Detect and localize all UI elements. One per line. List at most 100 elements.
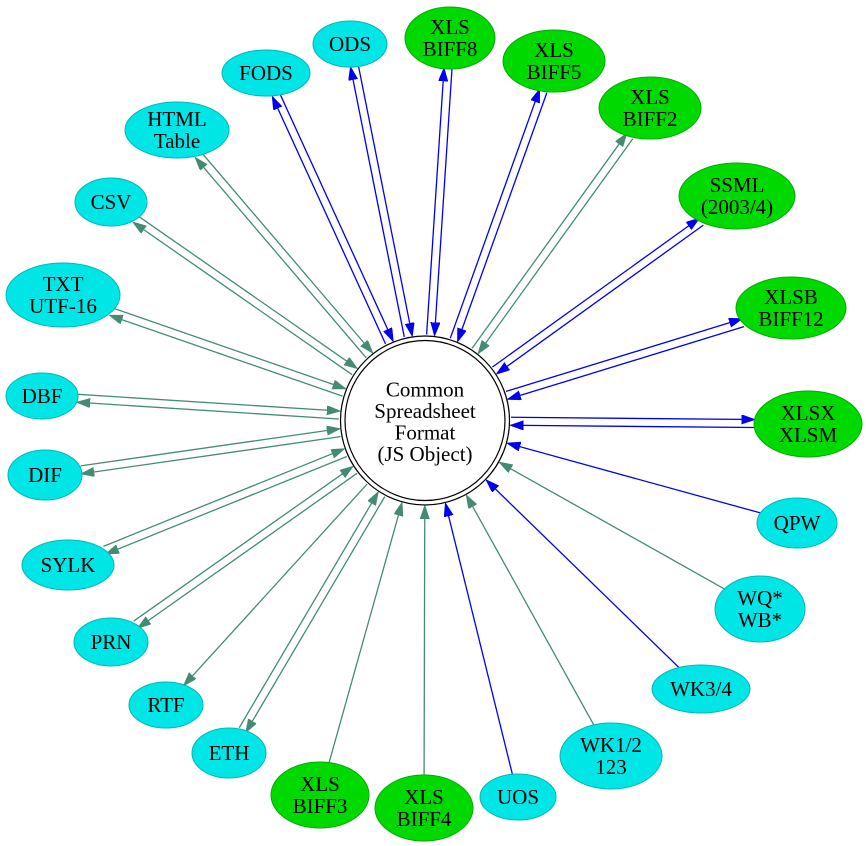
node-eth-shape bbox=[191, 727, 267, 779]
node-prn: PRN bbox=[73, 617, 149, 667]
edge-wk12-123-read bbox=[467, 496, 595, 726]
node-dif-label: DIF bbox=[28, 463, 62, 487]
edge-xls-biff8-write bbox=[425, 69, 444, 335]
node-ods-label: ODS bbox=[329, 32, 371, 56]
edge-dif-read bbox=[80, 429, 340, 467]
edge-xls-biff8-read bbox=[435, 69, 453, 335]
edge-eth-read bbox=[238, 493, 378, 729]
edge-uos-read bbox=[446, 504, 514, 775]
edge-txt-utf16-write bbox=[110, 316, 343, 397]
edge-rtf-write bbox=[184, 483, 368, 685]
node-prn-shape bbox=[73, 617, 149, 667]
node-dbf-shape bbox=[5, 372, 79, 420]
edge-dif-write bbox=[82, 436, 341, 474]
node-qpw: QPW bbox=[756, 497, 838, 549]
node-ssml-label: SSML(2003/4) bbox=[701, 173, 773, 219]
node-wk34-shape bbox=[651, 664, 751, 714]
edge-ods-write bbox=[351, 68, 405, 338]
node-txt-utf16-shape bbox=[5, 262, 121, 328]
node-ssml-shape bbox=[678, 162, 796, 230]
edge-ods-read bbox=[357, 65, 412, 335]
edge-sylk-read bbox=[103, 449, 343, 547]
edge-eth-write bbox=[246, 496, 386, 732]
edge-csv-read bbox=[137, 215, 357, 368]
node-dbf-label: DBF bbox=[22, 384, 63, 408]
edge-txt-utf16-read bbox=[112, 307, 345, 389]
edge-xls-biff5-write bbox=[449, 90, 539, 339]
edge-qpw-read bbox=[508, 443, 761, 514]
edge-xls-biff2-read bbox=[478, 138, 634, 353]
edge-xls-biff3-read bbox=[328, 503, 402, 763]
node-ssml: SSML(2003/4) bbox=[678, 162, 796, 230]
node-csv-shape bbox=[74, 177, 148, 227]
node-xls-biff8-shape bbox=[404, 6, 496, 70]
edges bbox=[78, 65, 761, 776]
edge-xls-biff2-write bbox=[471, 134, 626, 349]
node-csv: CSV bbox=[74, 177, 148, 227]
edge-ssml-write bbox=[492, 219, 698, 368]
node-xls-biff2-shape bbox=[598, 76, 702, 140]
node-sylk-label: SYLK bbox=[41, 553, 96, 577]
node-fods-shape bbox=[221, 49, 311, 97]
node-csv-label: CSV bbox=[91, 190, 132, 214]
edge-xls-biff5-read bbox=[458, 92, 548, 341]
node-sylk-shape bbox=[21, 539, 115, 591]
node-qpw-label: QPW bbox=[774, 511, 821, 535]
node-qpw-shape bbox=[756, 497, 838, 549]
node-wq-wb: WQ*WB* bbox=[714, 575, 806, 643]
node-dif-shape bbox=[7, 449, 83, 501]
node-eth-label: ETH bbox=[209, 741, 250, 765]
node-html-table-shape bbox=[124, 101, 230, 159]
edge-fods-read bbox=[279, 93, 393, 341]
node-sylk: SYLK bbox=[21, 539, 115, 591]
edge-prn-read bbox=[133, 467, 353, 622]
edge-csv-write bbox=[134, 223, 353, 376]
node-rtf-shape bbox=[128, 681, 204, 729]
center-outer-circle bbox=[339, 335, 511, 506]
node-wq-wb-shape bbox=[714, 575, 806, 643]
node-wk34-label: WK3/4 bbox=[670, 677, 732, 701]
node-fods-label: FODS bbox=[239, 61, 293, 85]
node-rtf: RTF bbox=[128, 681, 204, 729]
node-uos-label: UOS bbox=[497, 785, 539, 809]
node-fods: FODS bbox=[221, 49, 311, 97]
node-dbf: DBF bbox=[5, 372, 79, 420]
node-wk34: WK3/4 bbox=[651, 664, 751, 714]
node-xls-biff4-shape bbox=[374, 774, 474, 842]
edge-xlsb-write bbox=[505, 319, 742, 393]
node-prn-label: PRN bbox=[91, 630, 132, 654]
edge-ssml-read bbox=[497, 224, 704, 373]
node-rtf-label: RTF bbox=[147, 693, 184, 717]
edge-dbf-read bbox=[78, 393, 339, 411]
node-xls-biff3-shape bbox=[270, 761, 370, 829]
node-uos: UOS bbox=[479, 773, 557, 821]
node-dif: DIF bbox=[7, 449, 83, 501]
edge-xlsx-read bbox=[511, 425, 754, 427]
node-xlsb-shape bbox=[735, 276, 847, 340]
node-xlsx-shape bbox=[753, 390, 863, 458]
edge-fods-write bbox=[273, 97, 387, 345]
edge-dbf-write bbox=[78, 402, 339, 420]
